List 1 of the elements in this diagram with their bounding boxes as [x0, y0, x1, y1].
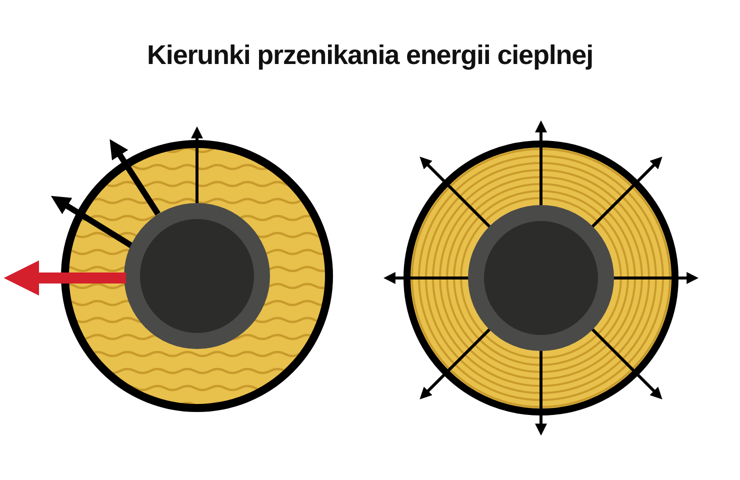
title: Kierunki przenikania energii cieplnej	[146, 40, 594, 71]
